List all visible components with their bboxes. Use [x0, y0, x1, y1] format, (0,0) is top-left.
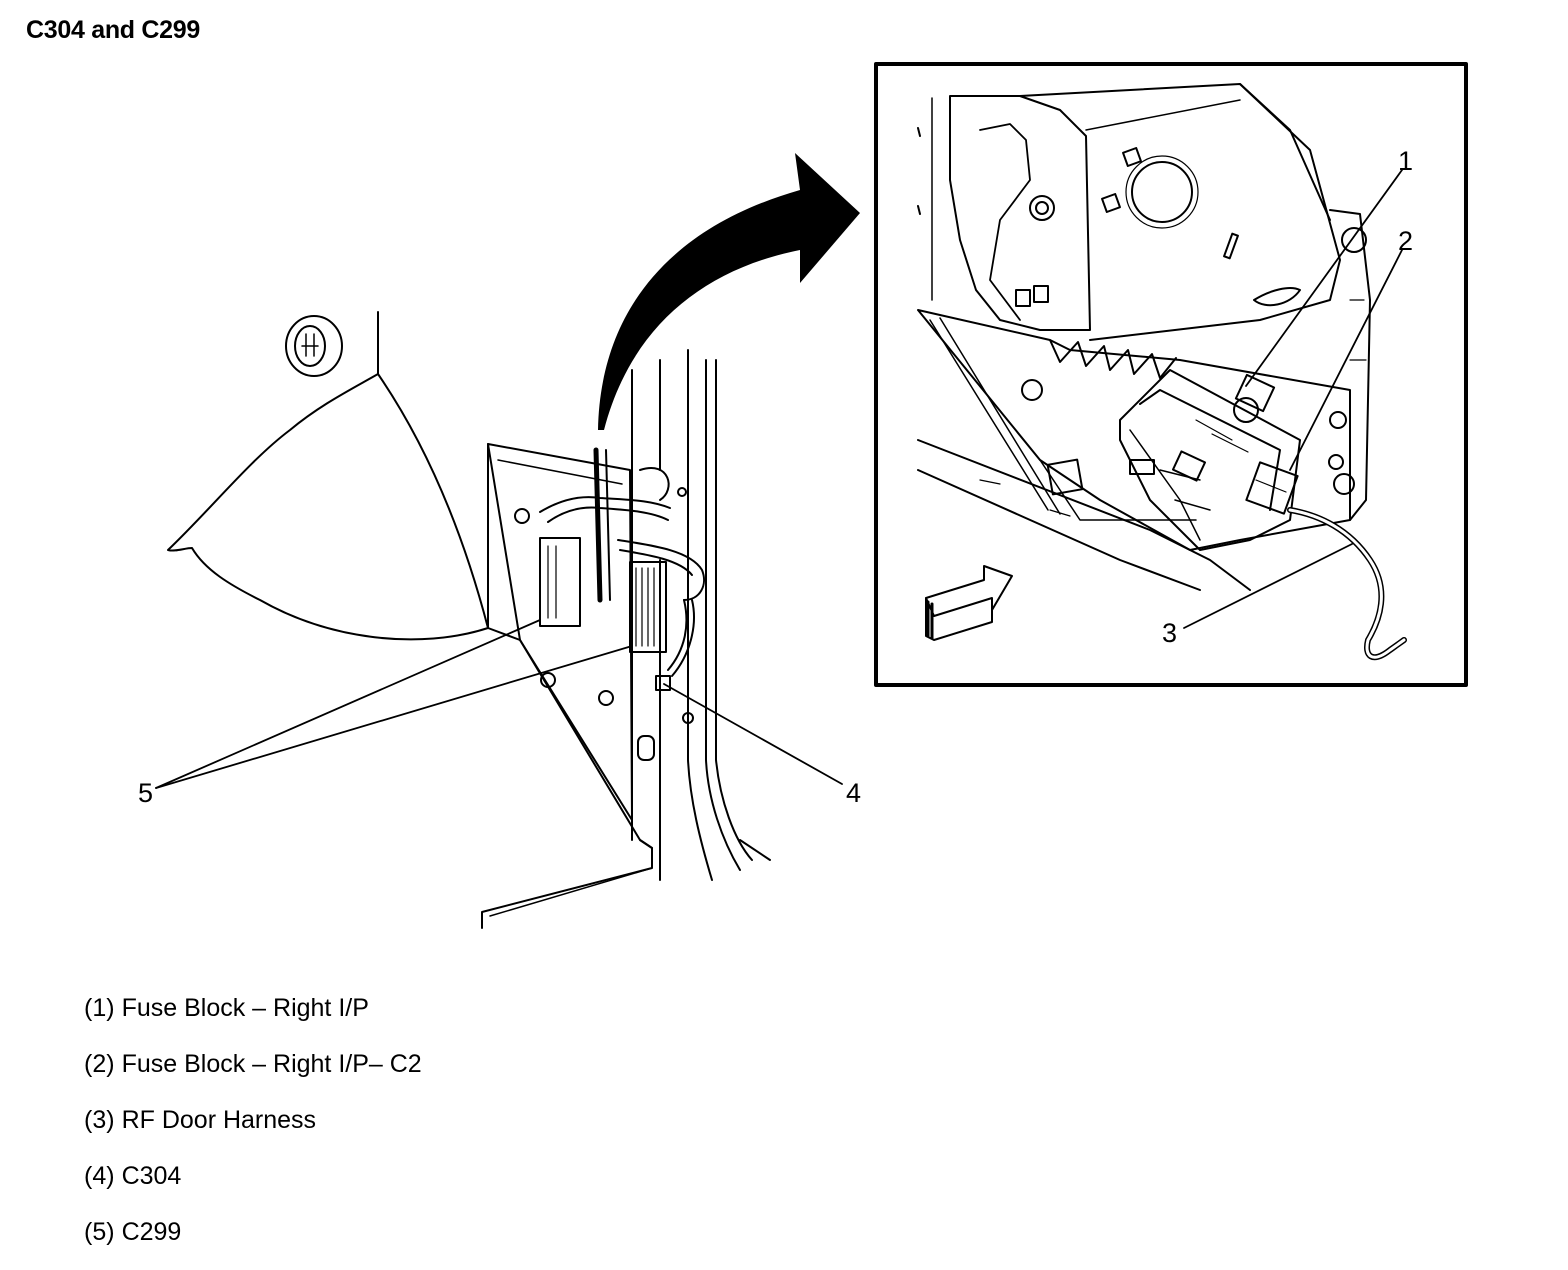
- view-direction-arrow: [925, 565, 1013, 617]
- detail-inset-illustration: [917, 83, 1407, 661]
- callout-1: 1: [1398, 146, 1413, 176]
- mount-hole: [677, 487, 687, 497]
- leader-line-1: [1245, 169, 1403, 387]
- connector-location-diagram: 5 4: [138, 62, 1468, 929]
- leader-line-3: [1183, 543, 1353, 629]
- legend-item: (5)C299: [84, 1218, 182, 1246]
- mount-hole: [598, 690, 614, 706]
- component-legend: (1)Fuse Block – Right I/P (2)Fuse Block …: [84, 990, 422, 1270]
- legend-item: (4)C304: [84, 1162, 182, 1190]
- legend-item: (1)Fuse Block – Right I/P: [84, 994, 369, 1022]
- pillar-slot: [637, 735, 655, 761]
- detail-inset-frame: [874, 62, 1468, 687]
- leader-line-5b: [155, 645, 633, 789]
- housing-round-hole: [1131, 161, 1193, 223]
- page-title: C304 and C299: [26, 16, 200, 44]
- callout-2: 2: [1398, 226, 1413, 256]
- wire-harness: [539, 447, 705, 677]
- floor-sill: [481, 639, 653, 929]
- zoom-arrow: [598, 153, 860, 430]
- c299-connector-left: [539, 537, 581, 627]
- door-pillar: [631, 349, 771, 881]
- leader-line-5a: [155, 619, 541, 789]
- upper-housing: [949, 95, 1091, 331]
- mount-hole: [514, 508, 530, 524]
- mounting-bracket: [917, 309, 1351, 551]
- rf-door-harness: [1287, 507, 1407, 661]
- callout-4: 4: [846, 778, 861, 808]
- fuse-block: [1119, 369, 1301, 551]
- c2-connector: [1245, 461, 1299, 515]
- legend-item: (2)Fuse Block – Right I/P– C2: [84, 1050, 422, 1078]
- vent-inner: [294, 325, 326, 367]
- callout-3: 3: [1162, 618, 1177, 648]
- c299-connector-right: [629, 561, 667, 653]
- callout-5: 5: [138, 778, 153, 808]
- mount-hole: [540, 672, 556, 688]
- leader-line-2: [1289, 249, 1403, 471]
- legend-item: (3)RF Door Harness: [84, 1106, 317, 1134]
- kick-panel-bracket: [487, 443, 633, 821]
- c304-connector: [655, 675, 671, 691]
- overview-illustration: [167, 311, 771, 929]
- vent-outer: [285, 315, 343, 377]
- lower-rail: [917, 439, 1251, 591]
- mount-hole: [682, 712, 694, 724]
- leader-line-4: [663, 683, 843, 785]
- dash-panel-outline: [167, 373, 489, 641]
